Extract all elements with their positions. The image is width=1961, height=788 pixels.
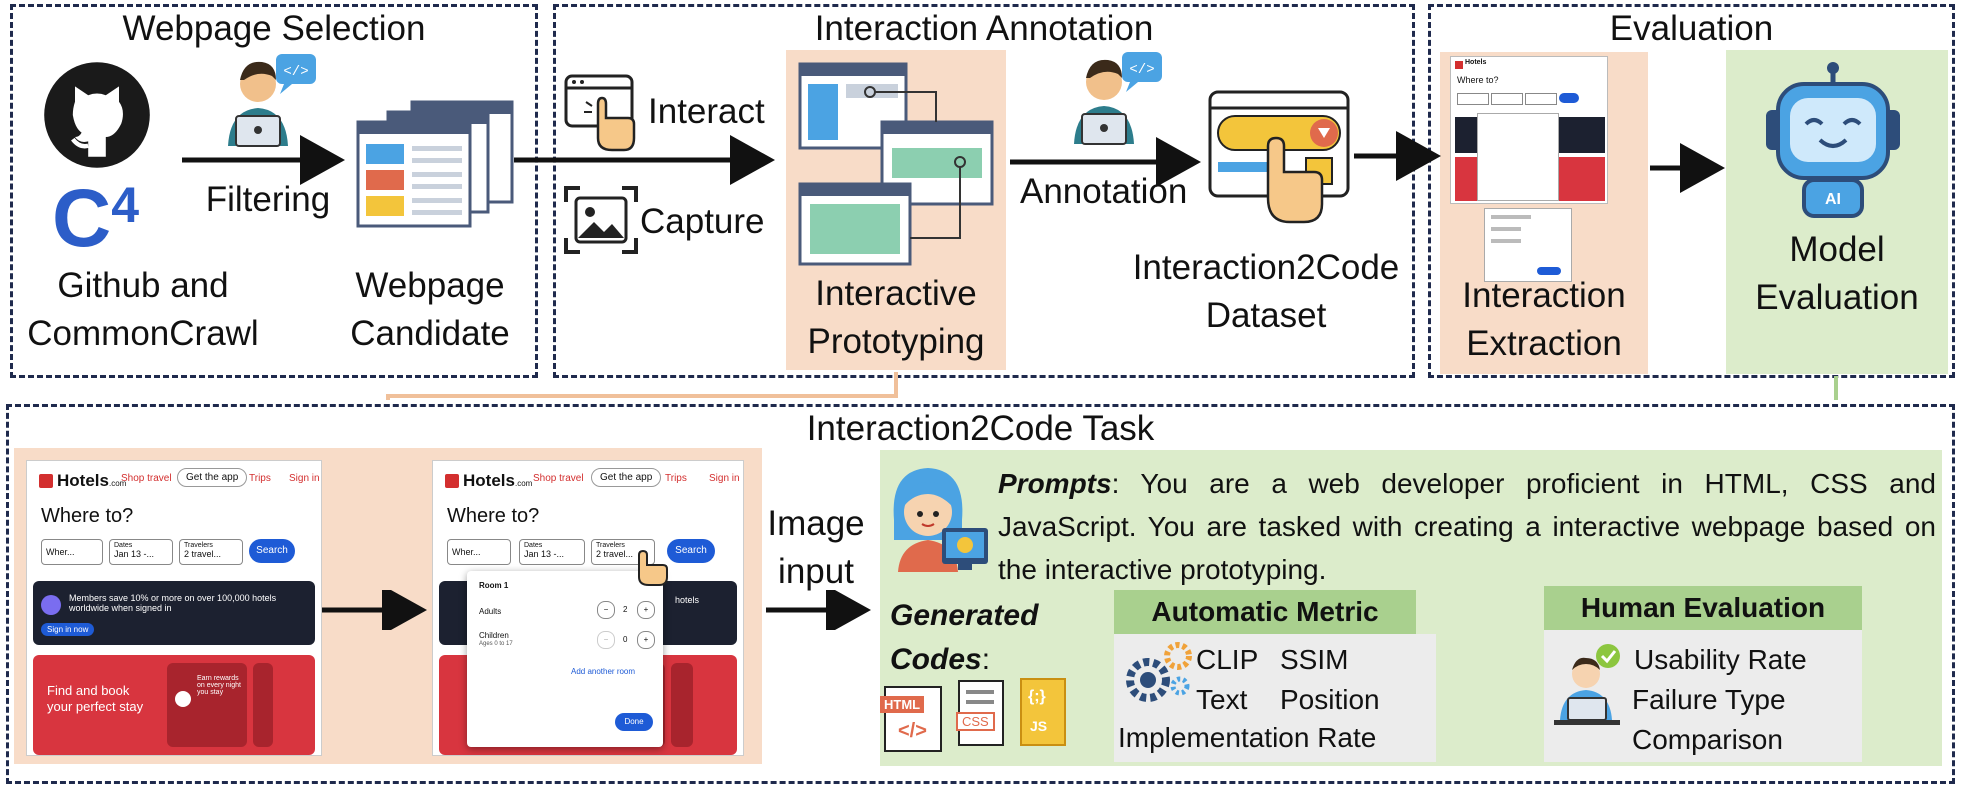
failure-type-item: Failure Type xyxy=(1632,684,1786,715)
interact-label: Interact xyxy=(648,92,765,131)
task-title: Interaction2Code Task xyxy=(806,409,1155,448)
annotator-icon: </> xyxy=(1074,52,1162,145)
image-input-label: Image input xyxy=(767,504,865,591)
prototyping-windows-icon xyxy=(798,62,994,266)
clip-metric: CLIP xyxy=(1196,644,1259,675)
image-input-arrow xyxy=(766,590,871,630)
svg-text:</>: </> xyxy=(283,64,308,80)
travelers-popover: Room 1 Adults − 2 + Children Ages 0 to 1… xyxy=(467,571,663,747)
candidate-label: Webpage Candidate xyxy=(350,266,510,353)
evaluation-panel: Evaluation xyxy=(1428,4,1955,378)
human-eval-header: Human Evaluation xyxy=(1544,586,1862,630)
model-eval-label: Model Evaluation xyxy=(1755,230,1919,317)
comparison-item: Comparison xyxy=(1632,724,1783,755)
adults-plus-button[interactable]: + xyxy=(637,601,655,619)
ssim-metric: SSIM xyxy=(1280,644,1349,675)
automatic-metric-header: Automatic Metric xyxy=(1114,590,1416,634)
mockup-arrow xyxy=(322,590,427,630)
sign-in-now-button[interactable]: Sign in now xyxy=(41,623,95,636)
dataset-label: Interaction2Code Dataset xyxy=(1132,248,1400,335)
capture-icon xyxy=(564,186,638,254)
hotels-mockup-2: Hotels.com Shop travel Get the app Trips… xyxy=(432,460,744,756)
interaction-annotation-panel: Interaction Annotation xyxy=(553,4,1415,378)
hotels-logo-2: Hotels.com xyxy=(445,471,532,491)
dataset-icon xyxy=(1208,90,1350,224)
developer-icon: </> xyxy=(228,54,316,147)
capture-label: Capture xyxy=(640,202,765,241)
member-banner: Members save 10% or more on over 100,000… xyxy=(33,581,315,645)
svg-text:</>: </> xyxy=(1129,62,1154,78)
add-room-link[interactable]: Add another room xyxy=(571,667,636,676)
implementation-rate-metric: Implementation Rate xyxy=(1118,722,1377,753)
trips-link-2[interactable]: Trips xyxy=(665,473,687,484)
position-metric: Position xyxy=(1280,684,1380,715)
prompts-text: Prompts: You are a web developer profici… xyxy=(998,468,1936,585)
extraction-screenshot-1: Hotels Where to? xyxy=(1450,56,1608,204)
prototyping-label: Interactive Prototyping xyxy=(807,274,985,361)
pointer-hand-icon xyxy=(638,549,668,586)
trips-link[interactable]: Trips xyxy=(249,473,271,484)
github-icon xyxy=(44,62,150,168)
children-plus-button[interactable]: + xyxy=(637,631,655,649)
developer-avatar-icon xyxy=(893,468,988,572)
webpage-selection-title: Webpage Selection xyxy=(122,9,426,48)
hotels-mockup-1: Hotels.com Shop travel Get the app Trips… xyxy=(26,460,322,756)
robot-ai-tag: AI xyxy=(1825,191,1841,208)
children-minus-button[interactable]: − xyxy=(597,631,615,649)
extraction-where: Where to? xyxy=(1457,75,1499,85)
filtering-label: Filtering xyxy=(205,180,331,219)
where-to-heading-2: Where to? xyxy=(447,505,540,527)
js-file-icon: {;} JS xyxy=(1020,678,1066,746)
shop-travel-link-2[interactable]: Shop travel xyxy=(533,473,584,484)
extraction-label: Interaction Extraction xyxy=(1462,276,1626,363)
text-metric: Text xyxy=(1196,684,1248,715)
webpage-stack-icon xyxy=(356,100,514,228)
robot-icon: AI xyxy=(1766,62,1900,218)
evaluator-icon xyxy=(1554,644,1620,725)
evaluation-title: Evaluation xyxy=(1609,9,1774,48)
generated-codes-label: Generated Codes: xyxy=(890,599,1039,676)
extraction-logo: Hotels xyxy=(1465,59,1487,66)
interaction-annotation-title: Interaction Annotation xyxy=(814,9,1154,48)
where-field-2[interactable]: Wher... xyxy=(447,539,511,565)
webpage-selection-panel: Webpage Selection xyxy=(10,4,538,378)
task-panel: Interaction2Code Task xyxy=(6,404,1955,784)
sign-in-link[interactable]: Sign in xyxy=(289,473,320,484)
extraction-screenshot-2 xyxy=(1484,208,1572,282)
hotels-logo: Hotels.com xyxy=(39,471,126,491)
shop-travel-link[interactable]: Shop travel xyxy=(121,473,172,484)
promo-card: Find and book your perfect stay Earn rew… xyxy=(33,655,315,755)
where-to-heading: Where to? xyxy=(41,505,134,527)
source-label: Github and CommonCrawl xyxy=(27,266,259,353)
interact-icon xyxy=(564,74,636,152)
top-arrows xyxy=(182,131,1838,400)
search-button[interactable]: Search xyxy=(249,539,295,563)
where-field[interactable]: Wher... xyxy=(41,539,103,565)
adults-minus-button[interactable]: − xyxy=(597,601,615,619)
get-app-button[interactable]: Get the app xyxy=(177,468,248,487)
css-file-icon: CSS xyxy=(956,680,1004,746)
html-file-icon: HTML </> xyxy=(880,686,942,752)
get-app-button-2[interactable]: Get the app xyxy=(591,468,662,487)
search-button-2[interactable]: Search xyxy=(667,539,715,563)
done-button[interactable]: Done xyxy=(615,713,653,731)
usability-rate-item: Usability Rate xyxy=(1634,644,1807,675)
c4-logo: C4 xyxy=(52,173,140,264)
sign-in-link-2[interactable]: Sign in xyxy=(709,473,740,484)
gears-icon xyxy=(1126,642,1192,702)
